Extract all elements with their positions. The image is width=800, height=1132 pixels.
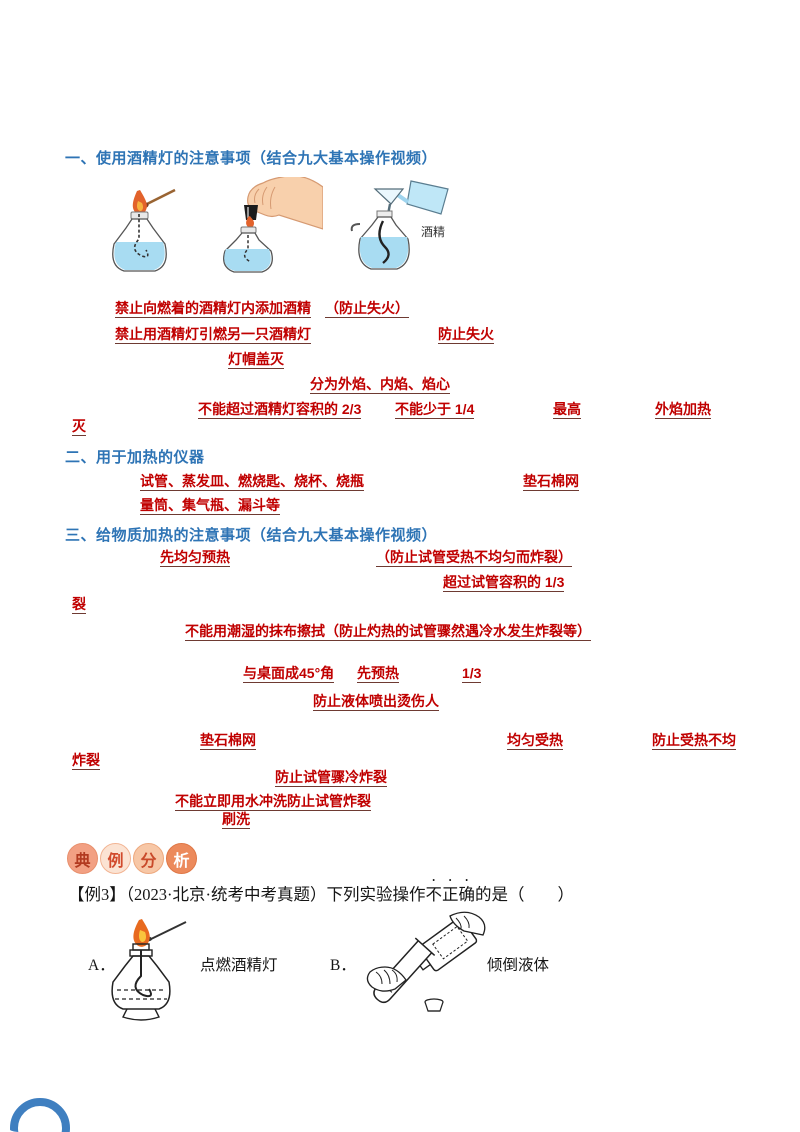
answer-blank: 灯帽盖灭	[228, 351, 284, 370]
option-b-label: B．	[330, 957, 356, 974]
section1-heading: 一、使用酒精灯的注意事项（结合九大基本操作视频）	[65, 150, 438, 167]
answer-blank: 不能立即用水冲洗	[175, 793, 287, 812]
answer-blank: 分为外焰、内焰、焰心	[310, 376, 450, 395]
answer-blank: 防止液体喷出烫伤人	[313, 693, 439, 712]
section2-heading: 二、用于加热的仪器	[65, 449, 205, 466]
answer-blank: 垫石棉网	[523, 473, 579, 492]
example-stem: 【例3】（2023·北京·统考中考真题）下列实验操作不正确的是（ ）	[68, 876, 574, 905]
answer-blank: （防止试管受热不均匀而炸裂）	[376, 549, 572, 568]
answer-blank: 量筒、集气瓶、漏斗等	[140, 497, 280, 516]
answer-blank: 防止受热不均	[652, 732, 736, 751]
answer-blank: 禁止向燃着的酒精灯内添加酒精	[115, 300, 311, 319]
answer-blank: 禁止用酒精灯引燃另一只酒精灯	[115, 326, 311, 345]
answer-blank: 不能超过酒精灯容积的 2/3	[198, 401, 362, 420]
section3-heading: 三、给物质加热的注意事项（结合九大基本操作视频）	[65, 527, 438, 544]
answer-blank: 不能少于 1/4	[395, 401, 475, 420]
example-stem-emphasis: 不正确	[425, 885, 476, 904]
answer-blank: 不能用潮湿的抹布擦拭（防止灼热的试管骤然遇冷水发生炸裂等）	[185, 623, 591, 642]
fig-cap-extinguish-lamp	[207, 177, 323, 278]
answer-blank: 裂	[72, 596, 86, 615]
option-a-label: A．	[88, 957, 115, 974]
answer-blank: 炸裂	[72, 752, 100, 771]
answer-blank: （防止失火）	[325, 300, 409, 319]
answer-blank: 刷洗	[222, 811, 250, 830]
answer-blank: 防止试管炸裂	[287, 793, 371, 812]
answer-blank: 先预热	[357, 665, 399, 684]
example-tag: 【例3】	[68, 885, 126, 904]
example-source: （2023·北京·统考中考真题）	[125, 885, 327, 904]
answer-blank: 超过试管容积的 1/3	[443, 574, 565, 593]
answer-blank: 先均匀预热	[160, 549, 230, 568]
answer-blank: 外焰加热	[655, 401, 711, 420]
badge-char: 分	[133, 843, 164, 874]
answer-blank: 1/3	[462, 665, 482, 684]
answer-blank: 与桌面成45°角	[243, 665, 335, 684]
answer-blank: 试管、蒸发皿、燃烧匙、烧杯、烧瓶	[140, 473, 364, 492]
answer-blank: 最高	[553, 401, 581, 420]
answer-blank: 防止失火	[438, 326, 494, 345]
example-analysis-badge: 典 例 分 析	[67, 843, 199, 874]
badge-char: 例	[100, 843, 131, 874]
fig-option-a-lamp	[103, 916, 189, 1026]
option-a-text: 点燃酒精灯	[200, 957, 278, 974]
alcohol-label: 酒精	[421, 225, 445, 239]
badge-char: 析	[166, 843, 197, 874]
example-stem-pre: 下列实验操作	[326, 885, 426, 904]
fig-add-alcohol-funnel: 酒精	[345, 179, 457, 282]
answer-blank: 灭	[72, 418, 86, 437]
fig-light-alcohol-lamp	[104, 184, 178, 280]
fig-option-b-pour-liquid	[352, 910, 497, 1025]
option-b-text: 倾倒液体	[487, 957, 550, 974]
badge-char: 典	[67, 843, 98, 874]
example-stem-post: 的是（ ）	[475, 885, 574, 904]
answer-blank: 防止试管骤冷炸裂	[275, 769, 387, 788]
answer-blank: 垫石棉网	[200, 732, 256, 751]
answer-blank: 均匀受热	[507, 732, 563, 751]
corner-decoration-arc	[10, 1098, 70, 1132]
